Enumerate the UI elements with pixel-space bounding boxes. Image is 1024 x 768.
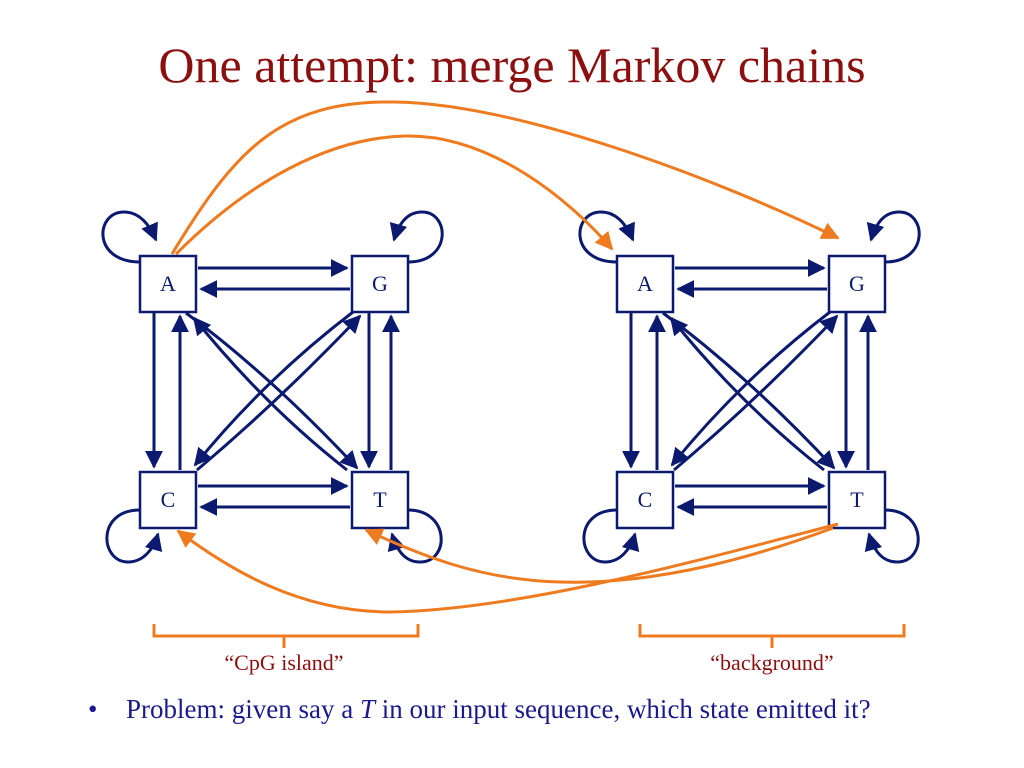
self-loop-t xyxy=(387,508,443,564)
svg-text:T: T xyxy=(373,487,387,512)
svg-text:G: G xyxy=(849,271,865,296)
brace-background xyxy=(638,624,906,648)
svg-text:G: G xyxy=(372,271,388,296)
node-t-background: T xyxy=(827,470,887,530)
label-cpg-island: “CpG island” xyxy=(224,650,344,675)
bullet-list: • Problem: given say a T in our input se… xyxy=(88,692,968,726)
label-background: “background” xyxy=(710,650,834,675)
brace-cpg-island xyxy=(152,624,420,648)
cross-chain-transitions xyxy=(170,100,840,614)
bullet-text: Problem: given say a T in our input sequ… xyxy=(126,692,968,726)
transition-a-cpg-to-g-background xyxy=(170,100,840,255)
slide-title: One attempt: merge Markov chains xyxy=(158,37,866,93)
node-g-background: G xyxy=(827,254,887,314)
self-loop-a xyxy=(578,210,635,264)
svg-text:A: A xyxy=(637,271,653,296)
node-t-cpg: T xyxy=(350,470,410,530)
svg-text:A: A xyxy=(160,271,176,296)
edge-c-to-g xyxy=(673,314,839,472)
svg-text:T: T xyxy=(850,487,864,512)
node-c-cpg: C xyxy=(138,470,198,530)
self-loop-a xyxy=(101,210,158,264)
self-loop-g xyxy=(866,210,921,264)
edge-t-to-a xyxy=(192,316,348,472)
node-a-cpg: A xyxy=(138,254,198,314)
edge-c-to-g xyxy=(196,314,362,472)
self-loop-t xyxy=(864,508,920,564)
bullet-marker: • xyxy=(88,694,98,724)
bullet-text-after: in our input sequence, which state emitt… xyxy=(375,694,871,724)
svg-text:C: C xyxy=(161,487,176,512)
self-loop-g xyxy=(389,210,444,264)
transition-t-background-to-t-cpg xyxy=(364,526,834,584)
chain-background: A G C T xyxy=(578,210,921,564)
self-loop-c xyxy=(105,508,163,564)
node-g-cpg: G xyxy=(350,254,410,314)
edge-g-to-c xyxy=(670,310,831,467)
bullet-emphasis: T xyxy=(359,694,375,724)
self-loop-c xyxy=(582,508,640,564)
svg-text:C: C xyxy=(638,487,653,512)
edge-t-to-a xyxy=(669,316,825,472)
edge-g-to-c xyxy=(193,310,354,467)
transition-t-background-to-c-cpg xyxy=(176,522,839,614)
bullet-text-before: Problem: given say a xyxy=(126,694,360,724)
node-c-background: C xyxy=(615,470,675,530)
node-a-background: A xyxy=(615,254,675,314)
bullet-item: • Problem: given say a T in our input se… xyxy=(88,692,968,726)
transition-a-cpg-to-a-background xyxy=(174,134,614,256)
chain-cpg-island: A G C T xyxy=(101,210,444,564)
